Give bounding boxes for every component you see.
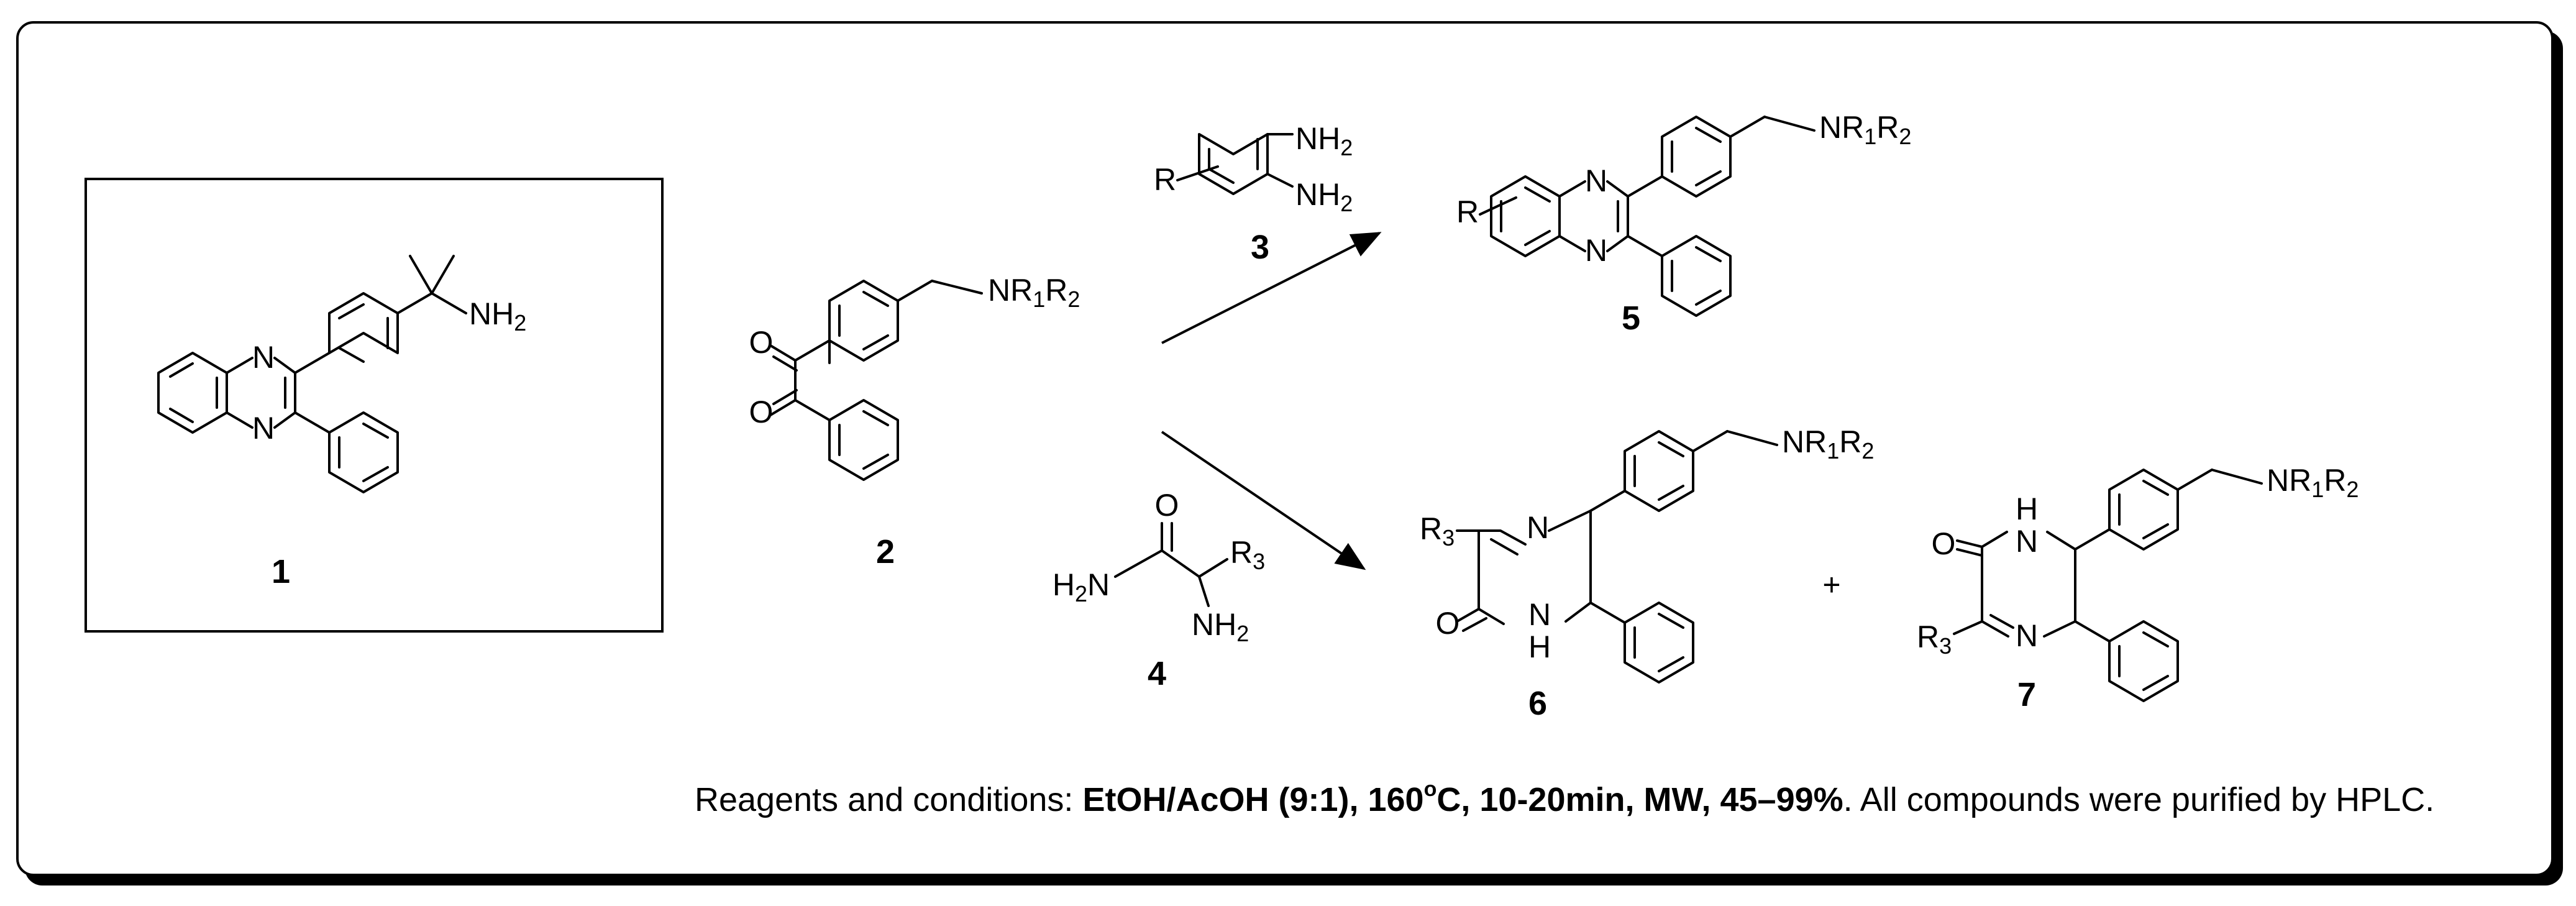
ring-nh-h: H [1528,629,1551,664]
compound-number-3: 3 [1251,229,1269,266]
reaction-conditions: Reagents and conditions: EtOH/AcOH (9:1)… [695,777,2434,818]
amine-label: NR1R2 [988,273,1080,312]
compound-1-box [84,178,664,633]
reagent-3: R NH2 NH2 3 [1154,121,1353,266]
ring-n-bottom: N [252,411,275,446]
arrow-to-6-7 [1161,431,1366,570]
r3-label: R3 [1230,535,1265,574]
ring-n: N [1527,510,1549,545]
compound-5: N N R NR1R2 5 [1456,110,1911,337]
amine-1-label: NH2 [1295,121,1353,160]
compound-number-7: 7 [2017,676,2036,713]
ring-n-top: N [1585,163,1607,198]
amide-n-label: H2N [1053,567,1110,606]
carbonyl-o-1: O [749,325,774,360]
ring-n: N [2016,618,2038,653]
ring-nh-n: N [1528,597,1551,632]
carbonyl-o-2: O [749,395,774,429]
compound-number-6: 6 [1528,685,1547,722]
r-label: R [1154,162,1176,197]
compound-6: N R3 O N H NR1R2 6 [1420,424,1874,722]
carbonyl-o: O [1932,526,1956,561]
ring-n-top: N [252,340,275,375]
reagent-4: O H2N R3 NH2 4 [1053,488,1265,692]
ring-nh-n: N [2016,524,2038,559]
outer-frame [16,21,2554,876]
compound-number-4: 4 [1148,655,1166,692]
ring-nh-h: H [2016,492,2038,526]
r-label: R [1456,194,1479,229]
compound-number-1: 1 [272,553,290,590]
compound-number-2: 2 [876,533,895,570]
compound-1: N N NH2 1 [157,255,526,590]
compound-7: H N O N R3 NR1R2 7 [1917,463,2359,713]
arrow-to-5 [1161,232,1382,344]
r3-label: R3 [1420,511,1455,551]
amine-label: NH2 [1192,607,1249,646]
amine-label: NR1R2 [1782,424,1874,464]
amine-label: NR1R2 [1819,110,1911,149]
amine-label: NH2 [469,296,526,336]
carbonyl-o: O [1155,488,1179,523]
plus-sign: + [1822,567,1840,602]
amine-2-label: NH2 [1295,177,1353,216]
amine-label: NR1R2 [2267,463,2359,502]
compound-number-5: 5 [1622,300,1640,337]
r3-label: R3 [1917,620,1952,659]
compound-2: O O NR1R2 2 [749,273,1080,570]
carbonyl-o: O [1436,606,1460,641]
ring-n-bottom: N [1585,233,1607,268]
